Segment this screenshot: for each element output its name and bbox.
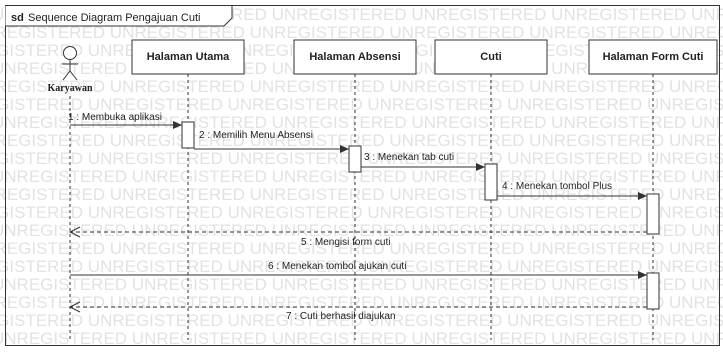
arrowhead bbox=[638, 192, 647, 200]
message-label: 1 : Membuka aplikasi bbox=[68, 112, 162, 123]
arrowhead bbox=[173, 121, 182, 129]
message-label: 4 : Menekan tombol Plus bbox=[502, 181, 612, 192]
watermark-row: UNREGISTERED UNREGISTERED UNREGISTERED U… bbox=[0, 203, 723, 222]
activation-bar-cuti bbox=[484, 163, 498, 201]
message-6: 6 : Menekan tombol ajukan cuti bbox=[70, 261, 647, 279]
activation-bar-halaman-absensi bbox=[348, 145, 362, 173]
watermark-row: UNREGISTERED UNREGISTERED UNREGISTERED U… bbox=[0, 167, 723, 186]
watermark-row: UNREGISTERED UNREGISTERED UNREGISTERED U… bbox=[0, 221, 723, 240]
message-4: 4 : Menekan tombol Plus bbox=[497, 181, 647, 200]
message-3: 3 : Menekan tab cuti bbox=[361, 152, 485, 171]
lifeline-label: Halaman Absensi bbox=[309, 51, 400, 63]
message-7: 7 : Cuti berhasil diajukan bbox=[68, 301, 647, 322]
actor-head bbox=[63, 46, 77, 60]
watermark-row: UNREGISTERED UNREGISTERED UNREGISTERED U… bbox=[0, 131, 723, 150]
frame-label-keyword: sd bbox=[11, 12, 24, 24]
arrowhead bbox=[638, 271, 647, 279]
frame-label-tab bbox=[5, 5, 233, 27]
lifeline-halaman-utama: Halaman Utama bbox=[131, 39, 245, 340]
watermark-row: UNREGISTERED UNREGISTERED UNREGISTERED U… bbox=[0, 77, 723, 96]
lifeline-box bbox=[588, 39, 718, 75]
actor-karyawan: Karyawan bbox=[48, 46, 93, 94]
message-label: 2 : Memilih Menu Absensi bbox=[199, 130, 313, 141]
lifeline-halaman-form-cuti: Halaman Form Cuti bbox=[588, 39, 718, 340]
message-1: 1 : Membuka aplikasi bbox=[68, 112, 182, 129]
lifeline-label: Cuti bbox=[480, 51, 501, 63]
lifeline-halaman-absensi: Halaman Absensi bbox=[293, 39, 417, 340]
actor-left-leg bbox=[62, 70, 71, 81]
message-label: 7 : Cuti berhasil diajukan bbox=[286, 311, 396, 322]
lifeline-cuti: Cuti bbox=[434, 39, 548, 340]
message-2: 2 : Memilih Menu Absensi bbox=[194, 130, 349, 153]
lifeline-box bbox=[293, 39, 417, 75]
lifeline-box bbox=[434, 39, 548, 75]
watermark-row: UNREGISTERED UNREGISTERED UNREGISTERED U… bbox=[0, 23, 723, 42]
arrowhead bbox=[340, 145, 349, 153]
watermark-row: UNREGISTERED UNREGISTERED UNREGISTERED U… bbox=[0, 185, 723, 204]
watermark-row: UNREGISTERED UNREGISTERED UNREGISTERED U… bbox=[0, 113, 723, 132]
message-label: 3 : Menekan tab cuti bbox=[364, 152, 454, 163]
activation-bar-form-cuti-1 bbox=[646, 193, 660, 235]
actor-name: Karyawan bbox=[48, 83, 93, 94]
message-label: 5 : Mengisi form cuti bbox=[301, 237, 390, 248]
message-label: 6 : Menekan tombol ajukan cuti bbox=[268, 261, 406, 272]
arrowhead bbox=[68, 301, 81, 313]
activation-bar-form-cuti-2 bbox=[646, 272, 660, 310]
actor-right-leg bbox=[69, 70, 78, 81]
activation-bar-halaman-utama bbox=[181, 121, 195, 149]
watermark-row: UNREGISTERED UNREGISTERED UNREGISTERED U… bbox=[0, 311, 723, 330]
watermark-row: UNREGISTERED UNREGISTERED UNREGISTERED U… bbox=[0, 95, 723, 114]
lifeline-box bbox=[131, 39, 245, 75]
watermark-row: UNREGISTERED UNREGISTERED UNREGISTERED U… bbox=[0, 275, 723, 294]
lifeline-label: Halaman Utama bbox=[147, 51, 230, 63]
frame-label-title: Sequence Diagram Pengajuan Cuti bbox=[28, 12, 200, 24]
watermark-row: UNREGISTERED UNREGISTERED UNREGISTERED U… bbox=[0, 257, 723, 276]
watermark-row: UNREGISTERED UNREGISTERED UNREGISTERED U… bbox=[0, 239, 723, 258]
lifeline-label: Halaman Form Cuti bbox=[603, 51, 704, 63]
arrowhead bbox=[68, 226, 81, 238]
watermark-row: UNREGISTERED UNREGISTERED UNREGISTERED U… bbox=[0, 329, 723, 348]
diagram-frame bbox=[5, 5, 720, 346]
message-5: 5 : Mengisi form cuti bbox=[68, 226, 647, 248]
watermark-row: UNREGISTERED UNREGISTERED UNREGISTERED U… bbox=[0, 293, 723, 312]
arrowhead bbox=[476, 163, 485, 171]
